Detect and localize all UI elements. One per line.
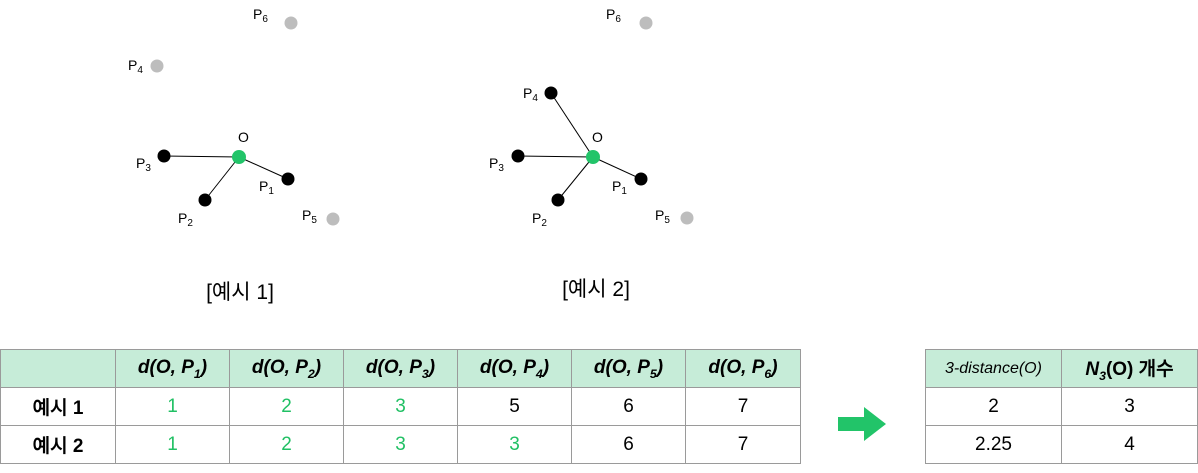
header-3-distance: 3-distance(O) bbox=[925, 349, 1062, 388]
label-p3: P3 bbox=[489, 155, 504, 174]
point-p6 bbox=[639, 16, 653, 30]
table-row: 예시 1 1 2 3 5 6 7 bbox=[0, 387, 801, 426]
distance-cell: 1 bbox=[115, 387, 230, 426]
header-d-p5: d(O, P5) bbox=[571, 349, 686, 388]
header-d-p6: d(O, P6) bbox=[685, 349, 801, 388]
distance-cell: 6 bbox=[571, 387, 686, 426]
header-d-p2: d(O, P2) bbox=[229, 349, 344, 388]
header-d-p3: d(O, P3) bbox=[343, 349, 458, 388]
distance-table-header-row: d(O, P1) d(O, P2) d(O, P3) d(O, P4) d(O,… bbox=[0, 349, 801, 388]
point-p3 bbox=[511, 149, 525, 163]
distance-cell: 2 bbox=[229, 425, 344, 464]
point-p3 bbox=[157, 149, 171, 163]
label-p4: P4 bbox=[523, 85, 538, 104]
label-origin: O bbox=[592, 129, 603, 145]
label-p2: P2 bbox=[178, 210, 193, 229]
result-table: 3-distance(O) N3(O) 개수 2 3 2.25 4 bbox=[925, 349, 1198, 464]
edge-o-p2 bbox=[204, 156, 240, 201]
header-d-p1: d(O, P1) bbox=[115, 349, 230, 388]
table-row: 2.25 4 bbox=[925, 425, 1198, 464]
point-origin bbox=[232, 150, 246, 164]
header-d-p4: d(O, P4) bbox=[457, 349, 572, 388]
result-count-cell: 3 bbox=[1061, 387, 1198, 426]
row-label-example1: 예시 1 bbox=[0, 387, 116, 426]
table-row: 2 3 bbox=[925, 387, 1198, 426]
distance-cell: 2 bbox=[229, 387, 344, 426]
example1-caption: [예시 1] bbox=[206, 281, 274, 304]
arrow-right-icon bbox=[838, 407, 886, 441]
result-distance-cell: 2.25 bbox=[925, 425, 1062, 464]
distance-cell: 3 bbox=[343, 387, 458, 426]
label-p5: P5 bbox=[302, 207, 317, 226]
distance-cell: 3 bbox=[457, 425, 572, 464]
header-n3-count: N3(O) 개수 bbox=[1061, 349, 1198, 388]
distance-cell: 7 bbox=[685, 387, 801, 426]
point-p2 bbox=[198, 193, 212, 207]
point-p5 bbox=[680, 211, 694, 225]
edge-o-p2 bbox=[557, 156, 594, 201]
result-table-header-row: 3-distance(O) N3(O) 개수 bbox=[925, 349, 1198, 388]
label-p2: P2 bbox=[532, 210, 547, 229]
point-p2 bbox=[551, 193, 565, 207]
point-p5 bbox=[326, 212, 340, 226]
label-p1: P1 bbox=[612, 178, 627, 197]
point-p6 bbox=[284, 16, 298, 30]
distance-cell: 7 bbox=[685, 425, 801, 464]
label-p1: P1 bbox=[259, 178, 274, 197]
distance-cell: 3 bbox=[343, 425, 458, 464]
edge-o-p3 bbox=[517, 155, 594, 158]
label-p5: P5 bbox=[655, 207, 670, 226]
label-p6: P6 bbox=[253, 6, 268, 25]
result-count-cell: 4 bbox=[1061, 425, 1198, 464]
distance-table-corner bbox=[0, 349, 116, 388]
edge-o-p4 bbox=[550, 92, 594, 158]
row-label-example2: 예시 2 bbox=[0, 425, 116, 464]
result-distance-cell: 2 bbox=[925, 387, 1062, 426]
label-p3: P3 bbox=[136, 155, 151, 174]
point-p4 bbox=[150, 59, 164, 73]
distance-cell: 5 bbox=[457, 387, 572, 426]
point-p1 bbox=[634, 172, 648, 186]
edge-o-p1 bbox=[238, 156, 289, 180]
point-p4 bbox=[544, 86, 558, 100]
edge-o-p3 bbox=[163, 155, 240, 158]
distance-cell: 6 bbox=[571, 425, 686, 464]
table-row: 예시 2 1 2 3 3 6 7 bbox=[0, 425, 801, 464]
edge-o-p1 bbox=[592, 156, 642, 180]
distance-cell: 1 bbox=[115, 425, 230, 464]
point-origin bbox=[586, 150, 600, 164]
distance-table: d(O, P1) d(O, P2) d(O, P3) d(O, P4) d(O,… bbox=[0, 349, 801, 464]
label-p4: P4 bbox=[128, 57, 143, 76]
label-p6: P6 bbox=[606, 6, 621, 25]
example2-caption: [예시 2] bbox=[562, 278, 630, 301]
point-p1 bbox=[281, 172, 295, 186]
label-origin: O bbox=[238, 129, 249, 145]
